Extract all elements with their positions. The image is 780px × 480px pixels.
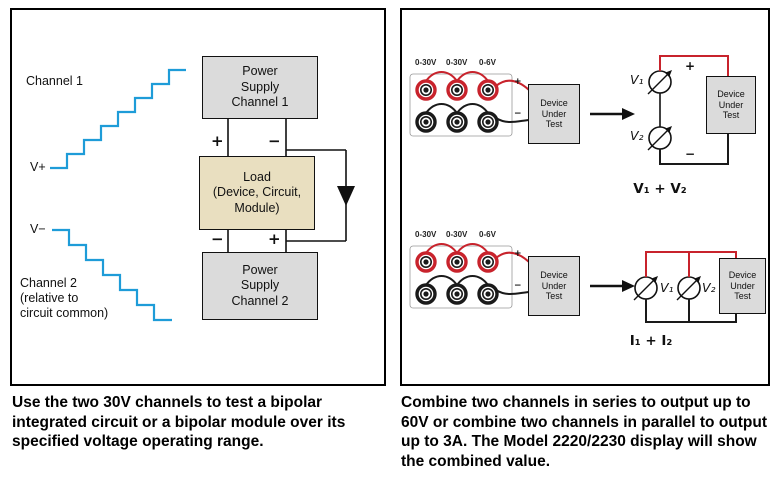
series-bottom-black-wire — [659, 134, 729, 165]
ground-icon — [337, 186, 355, 206]
series-red-wires — [425, 71, 530, 91]
left-caption: Use the two 30V channels to test a bipol… — [12, 394, 346, 450]
series-v2-source-icon — [647, 126, 672, 151]
parallel-black-wires — [425, 275, 530, 295]
series-v2-label: V₂ — [630, 128, 644, 143]
binding-post-black-icon — [415, 283, 437, 305]
left-panel: Channel 1 V+ V− Channel 2 (relative to c… — [10, 8, 386, 386]
parallel-red-wires — [425, 243, 530, 263]
series-output-minus-sign: − — [685, 147, 696, 161]
parallel-panel-minus-sign: − — [514, 281, 522, 291]
parallel-dut-box: Device Under Test — [528, 256, 580, 316]
parallel-sum-label: I₁ + I₂ — [629, 333, 673, 349]
series-panel-plus-sign: + — [514, 77, 522, 87]
series-terminal-label-1: 0-30V — [446, 58, 468, 67]
binding-post-black-icon — [477, 283, 499, 305]
series-terminal-label-0: 0-30V — [415, 58, 437, 67]
parallel-front-panel-outline — [409, 245, 513, 309]
left-diagram-lines — [50, 68, 355, 322]
parallel-terminal-label-1: 0-30V — [446, 230, 468, 239]
parallel-v2-source-icon — [676, 276, 701, 301]
parallel-v1-source-icon — [633, 276, 658, 301]
ps2-plus-sign: + — [268, 230, 281, 248]
parallel-v1-label: V₁ — [660, 280, 674, 295]
connector-lines — [227, 119, 347, 252]
binding-post-black-icon — [446, 283, 468, 305]
series-top-red-wire — [659, 55, 729, 76]
channel2-label: Channel 2 (relative to circuit common) — [20, 276, 109, 320]
binding-post-red-icon — [415, 79, 437, 101]
power-supply-2-box: Power Supply Channel 2 — [202, 252, 318, 320]
parallel-output-dut-box: Device Under Test — [719, 258, 766, 314]
parallel-panel-plus-sign: + — [514, 249, 522, 259]
binding-post-black-icon — [415, 111, 437, 133]
right-caption: Combine two channels in series to output… — [401, 394, 768, 470]
channel2-staircase-waveform — [52, 228, 172, 322]
binding-post-red-icon — [415, 251, 437, 273]
ps1-plus-sign: + — [211, 132, 224, 150]
parallel-top-red-rail — [645, 251, 737, 277]
right-diagram-lines — [409, 55, 737, 323]
vminus-label: V− — [30, 222, 46, 236]
series-arrow-icon — [590, 108, 635, 120]
binding-post-black-icon — [477, 111, 499, 133]
parallel-v2-label: V₂ — [702, 280, 716, 295]
series-v1-source-icon — [647, 70, 672, 95]
parallel-terminal-label-2: 0-6V — [479, 230, 496, 239]
series-front-panel-outline — [409, 73, 513, 137]
parallel-arrow-icon — [590, 280, 635, 292]
right-panel: 0-30V 0-30V 0-6V + − Device Under Test V… — [400, 8, 770, 386]
power-supply-1-box: Power Supply Channel 1 — [202, 56, 318, 119]
binding-post-black-icon — [446, 111, 468, 133]
series-dut-box: Device Under Test — [528, 84, 580, 144]
channel1-staircase-waveform — [50, 68, 186, 170]
binding-post-red-icon — [446, 79, 468, 101]
load-box: Load (Device, Circuit, Module) — [199, 156, 315, 230]
binding-post-red-icon — [477, 79, 499, 101]
series-sum-label: V₁ + V₂ — [633, 181, 687, 197]
series-panel-minus-sign: − — [514, 109, 522, 119]
parallel-terminal-label-0: 0-30V — [415, 230, 437, 239]
ps2-minus-sign: − — [211, 230, 224, 248]
vplus-label: V+ — [30, 160, 46, 174]
channel1-label: Channel 1 — [26, 74, 83, 88]
parallel-connection-diagram — [409, 243, 737, 323]
binding-post-red-icon — [477, 251, 499, 273]
parallel-bottom-black-rail — [645, 299, 737, 323]
series-terminal-label-2: 0-6V — [479, 58, 496, 67]
series-connection-diagram — [409, 55, 729, 165]
ps1-minus-sign: − — [268, 132, 281, 150]
binding-post-red-icon — [446, 251, 468, 273]
series-output-plus-sign: + — [685, 59, 696, 73]
series-black-wires — [425, 103, 530, 123]
series-v1-label: V₁ — [630, 72, 644, 87]
series-output-dut-box: Device Under Test — [706, 76, 756, 134]
